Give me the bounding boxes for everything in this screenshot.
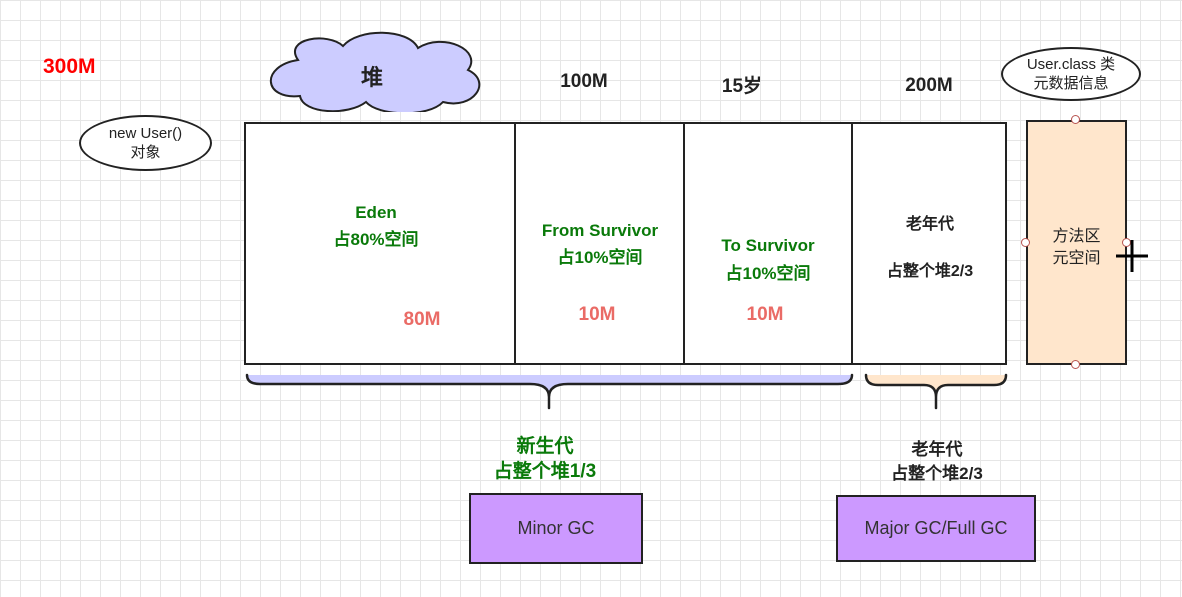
young-gen-brace-fill [247, 375, 852, 397]
old-gen-title: 老年代 [905, 216, 954, 233]
method-area-box[interactable] [1026, 120, 1127, 365]
young-gen-caption-line2: 占整个堆1/3 [493, 461, 597, 482]
minor-gc-label: Minor GC [517, 518, 595, 538]
to-survivor-region-box[interactable] [683, 122, 854, 365]
heap-cloud-shape[interactable] [258, 30, 488, 112]
old-gen-caption-line1: 老年代 [911, 440, 963, 459]
minor-gc-box[interactable]: Minor GC [469, 493, 643, 564]
old-gen-brace-stroke [864, 373, 1008, 410]
to-survivor-size: 10M [746, 304, 784, 325]
young-gen-size-label: 100M [560, 71, 608, 92]
object-ellipse-line1: new User() [108, 125, 183, 142]
eden-size: 80M [403, 309, 441, 330]
old-gen-region-box[interactable] [851, 122, 1007, 365]
young-gen-brace-stroke [245, 373, 854, 410]
crosshair-cursor-icon [1116, 240, 1148, 272]
major-gc-box[interactable]: Major GC/Full GC [836, 495, 1036, 562]
old-gen-size-label: 200M [905, 75, 953, 96]
eden-title: Eden [355, 203, 397, 222]
major-gc-label: Major GC/Full GC [864, 518, 1008, 538]
class-ellipse-line2: 元数据信息 [1033, 75, 1109, 92]
heap-cloud-outline [269, 31, 481, 112]
old-gen-brace-fill [866, 375, 1006, 397]
object-ellipse-line2: 对象 [130, 144, 161, 161]
selection-handle-top[interactable] [1071, 115, 1080, 124]
eden-share: 占80%空间 [333, 230, 419, 249]
new-user-object-ellipse[interactable]: new User() 对象 [79, 115, 212, 171]
from-survivor-region-box[interactable] [514, 122, 686, 365]
method-area-line1: 方法区 [1052, 228, 1101, 245]
selection-handle-bottom[interactable] [1071, 360, 1080, 369]
young-gen-brace [245, 373, 854, 410]
tenure-age-label: 15岁 [721, 76, 763, 97]
to-survivor-share: 占10%空间 [725, 264, 811, 283]
old-gen-brace [864, 373, 1008, 410]
user-class-metadata-ellipse[interactable]: User.class 类 元数据信息 [1001, 47, 1141, 101]
total-heap-size-label: 300M [43, 55, 96, 78]
from-survivor-size: 10M [578, 304, 616, 325]
selection-handle-left[interactable] [1021, 238, 1030, 247]
young-gen-caption-line1: 新生代 [516, 436, 574, 457]
method-area-line2: 元空间 [1052, 250, 1101, 267]
to-survivor-title: To Survivor [721, 236, 815, 255]
from-survivor-share: 占10%空间 [557, 248, 643, 267]
heap-cloud-label: 堆 [360, 65, 383, 90]
from-survivor-title: From Survivor [541, 221, 659, 240]
class-ellipse-line1: User.class 类 [1026, 56, 1116, 73]
eden-region-box[interactable] [244, 122, 517, 365]
old-gen-share: 占整个堆2/3 [886, 263, 974, 280]
old-gen-caption-line2: 占整个堆2/3 [891, 464, 983, 483]
